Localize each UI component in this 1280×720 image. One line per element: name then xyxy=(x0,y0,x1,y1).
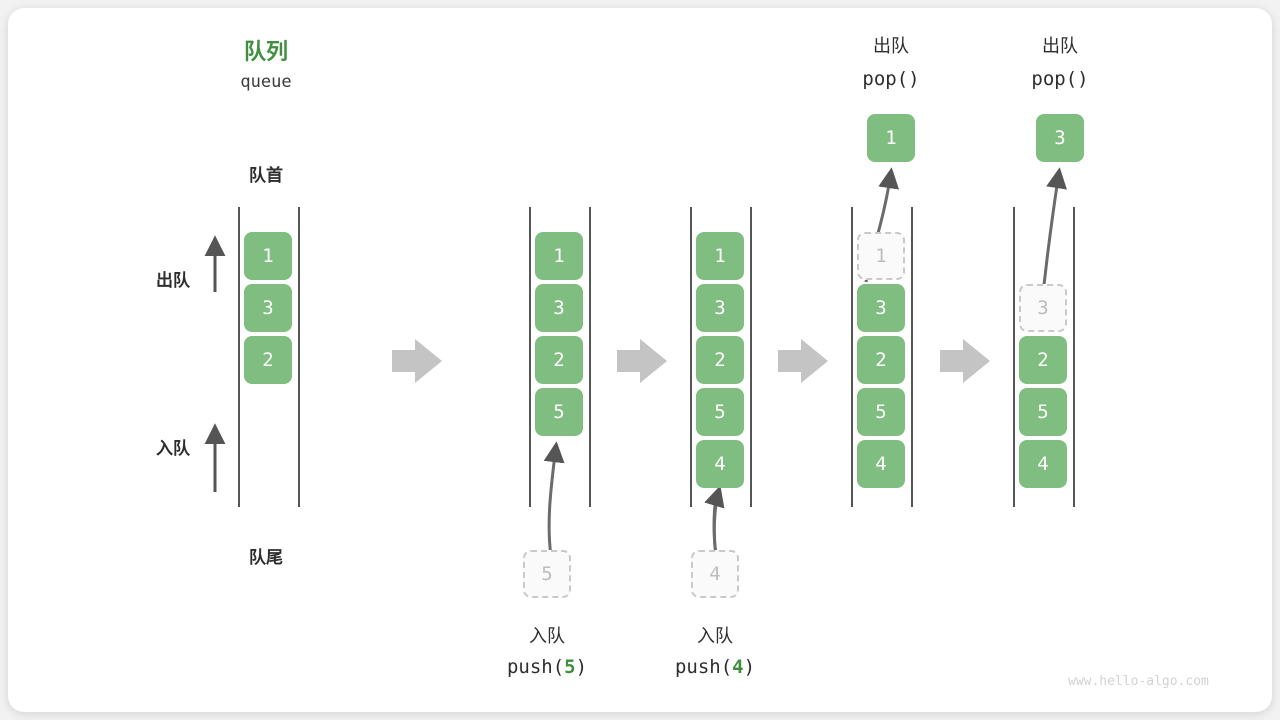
operation-code-tail: ) xyxy=(743,656,756,678)
queue-rail-left xyxy=(529,207,531,507)
queue-rail-right xyxy=(750,207,752,507)
diagram-card xyxy=(8,8,1272,712)
incoming-element: 4 xyxy=(691,550,739,598)
operation-label: 出队 xyxy=(1042,36,1078,57)
queue-cell: 3 xyxy=(1019,284,1067,332)
dequeue-label: 出队 xyxy=(156,271,190,291)
operation-code: push(5) xyxy=(477,656,617,678)
operation-code: push(4) xyxy=(645,656,785,678)
queue-cell: 5 xyxy=(1019,388,1067,436)
queue-cell: 3 xyxy=(535,284,583,332)
popped-element: 3 xyxy=(1036,114,1084,162)
queue-cell: 3 xyxy=(857,284,905,332)
queue-cell: 1 xyxy=(696,232,744,280)
queue-cell: 2 xyxy=(857,336,905,384)
operation-code-arg: 4 xyxy=(732,656,744,678)
queue-rail-right xyxy=(1073,207,1075,507)
queue-cell: 3 xyxy=(696,284,744,332)
front-label: 队首 xyxy=(249,166,283,186)
queue-cell: 4 xyxy=(696,440,744,488)
queue-cell: 2 xyxy=(535,336,583,384)
queue-cell: 5 xyxy=(535,388,583,436)
queue-rail-left xyxy=(851,207,853,507)
operation-label: 入队 xyxy=(529,626,565,647)
queue-cell: 3 xyxy=(244,284,292,332)
queue-rail-right xyxy=(298,207,300,507)
incoming-element: 5 xyxy=(523,550,571,598)
rear-label: 队尾 xyxy=(249,548,283,568)
enqueue-label: 入队 xyxy=(156,439,190,459)
operation-code: pop() xyxy=(1031,68,1089,90)
operation-code-name: push( xyxy=(674,656,733,678)
page-title: 队列 xyxy=(243,40,288,65)
queue-rail-right xyxy=(589,207,591,507)
queue-cell: 2 xyxy=(696,336,744,384)
operation-label: 入队 xyxy=(697,626,733,647)
queue-cell: 2 xyxy=(1019,336,1067,384)
queue-cell: 5 xyxy=(696,388,744,436)
operation-label: 出队 xyxy=(873,36,909,57)
queue-rail-right xyxy=(911,207,913,507)
queue-cell: 4 xyxy=(1019,440,1067,488)
queue-cell: 2 xyxy=(244,336,292,384)
queue-cell: 4 xyxy=(857,440,905,488)
operation-code-name: push( xyxy=(506,656,565,678)
queue-rail-left xyxy=(690,207,692,507)
queue-rail-left xyxy=(1013,207,1015,507)
operation-code-arg: 5 xyxy=(564,656,576,678)
queue-rail-left xyxy=(238,207,240,507)
queue-cell: 1 xyxy=(857,232,905,280)
queue-cell: 1 xyxy=(244,232,292,280)
queue-cell: 5 xyxy=(857,388,905,436)
popped-element: 1 xyxy=(867,114,915,162)
page-subtitle: queue xyxy=(240,72,292,92)
operation-code: pop() xyxy=(862,68,920,90)
operation-code-tail: ) xyxy=(575,656,588,678)
queue-cell: 1 xyxy=(535,232,583,280)
watermark: www.hello-algo.com xyxy=(1068,674,1209,689)
